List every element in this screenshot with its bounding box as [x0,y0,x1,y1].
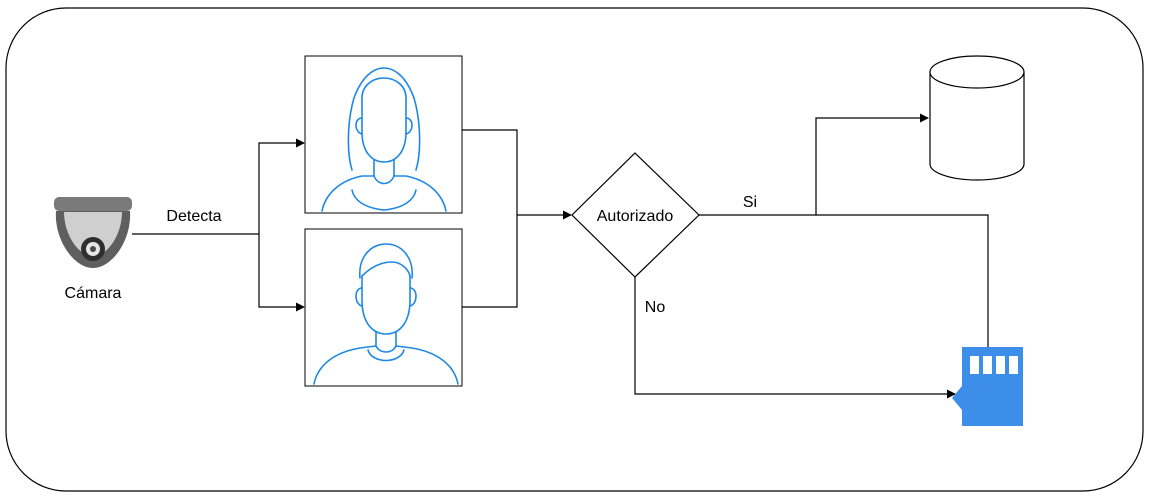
arrow-no-to-storage [634,277,956,399]
female-face-box [304,55,463,214]
camera-label: Cámara [65,285,122,302]
male-face-box [304,228,463,387]
sd-card-icon [952,347,1023,426]
diagram-frame [5,7,1144,492]
security-camera-icon [54,197,132,268]
decision-label: Autorizado [597,208,674,225]
woman-silhouette-icon [321,67,447,212]
detects-label: Detecta [166,208,221,225]
arrow-to-male-face [258,234,305,312]
no-label: No [645,299,666,316]
female-face-to-merge [462,129,518,215]
arrow-to-database [815,113,929,215]
yes-label: Si [743,194,757,211]
arrow-yes-to-storage [816,214,993,368]
male-face-to-merge [462,215,518,308]
arrow-to-female-face [258,138,305,234]
database-cylinder-icon [929,55,1025,181]
man-silhouette-icon [313,243,459,385]
